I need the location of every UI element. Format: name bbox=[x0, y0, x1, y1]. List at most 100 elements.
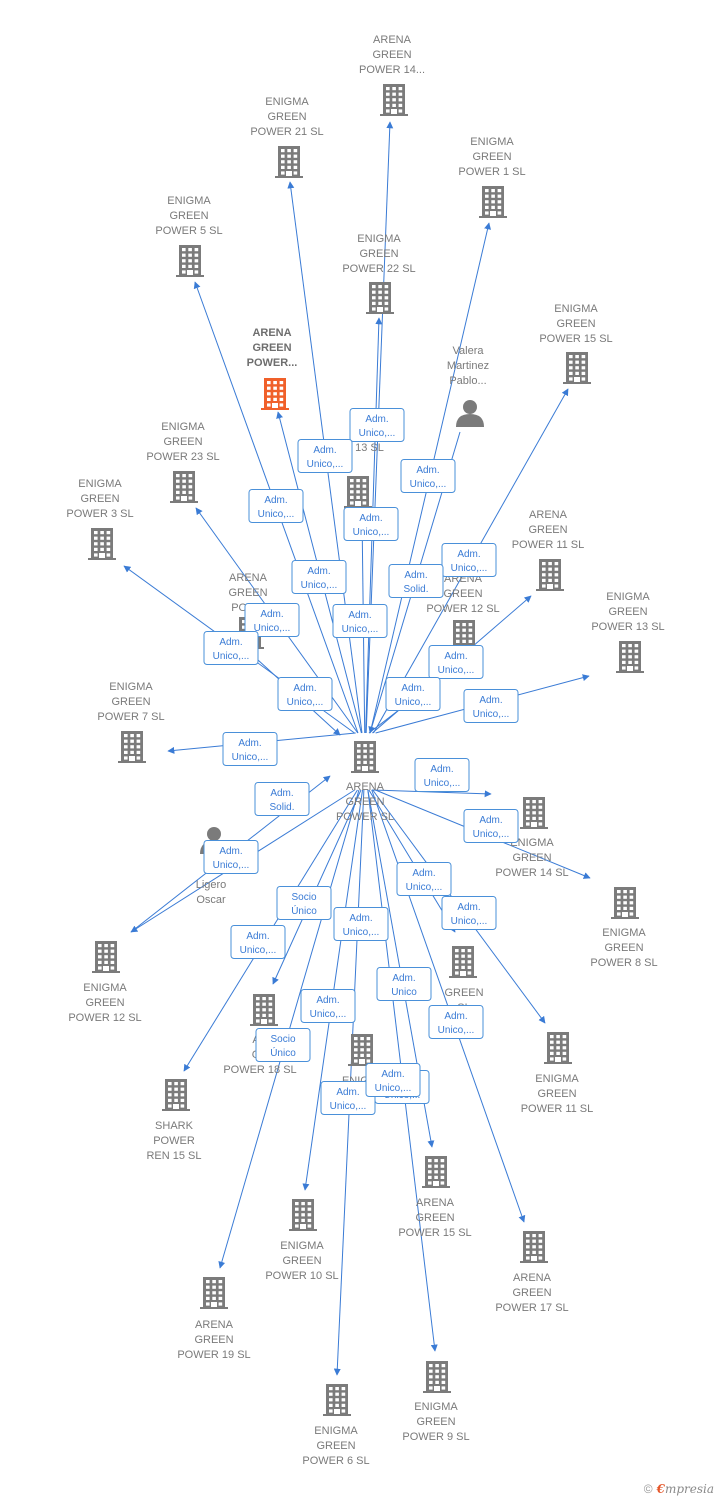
edge-label-line: Único bbox=[270, 1046, 296, 1059]
edge-label-l24[interactable]: Adm.Unico,... bbox=[333, 907, 389, 941]
node-label-line: POWER 11 SL bbox=[512, 539, 585, 551]
company-building-icon[interactable] bbox=[348, 1034, 376, 1066]
edge-label-l1[interactable]: Adm.Unico,... bbox=[349, 408, 405, 442]
company-building-icon[interactable] bbox=[200, 1277, 228, 1309]
company-building-icon[interactable] bbox=[344, 476, 372, 508]
edge-label-line: Adm. bbox=[457, 549, 480, 560]
edge-label-l4[interactable]: Adm.Unico,... bbox=[248, 489, 304, 523]
company-building-icon[interactable] bbox=[520, 797, 548, 829]
company-building-icon[interactable] bbox=[162, 1079, 190, 1111]
footer-brand[interactable]: ©€mpresia bbox=[644, 1482, 714, 1496]
edge-label-l19[interactable]: Adm.Unico,... bbox=[463, 809, 519, 843]
edge-label-line: Adm. bbox=[444, 651, 467, 662]
edge-label-l22[interactable]: Adm.Unico,... bbox=[441, 896, 497, 930]
edge-label-l6[interactable]: Adm.Unico,... bbox=[441, 543, 497, 577]
edge-label-l16[interactable]: Adm.Unico,... bbox=[222, 732, 278, 766]
edge-label-line: Adm. bbox=[264, 495, 287, 506]
edge-label-l32[interactable]: Adm.Unico,... bbox=[365, 1063, 421, 1097]
edge-label-l5[interactable]: Adm.Unico,... bbox=[343, 507, 399, 541]
company-building-icon[interactable] bbox=[544, 1032, 572, 1064]
edge-label-l31[interactable]: Adm.Unico,... bbox=[320, 1081, 376, 1115]
company-building-icon[interactable] bbox=[422, 1156, 450, 1188]
edge-label-line: Adm. bbox=[238, 738, 261, 749]
company-building-icon[interactable] bbox=[170, 471, 198, 503]
edge-label-l13[interactable]: Adm.Unico,... bbox=[277, 677, 333, 711]
company-building-icon[interactable] bbox=[176, 245, 204, 277]
edge-label-text: Adm.Unico,... bbox=[438, 1011, 475, 1036]
edge-label-l9[interactable]: Adm.Unico,... bbox=[244, 603, 300, 637]
edge-label-l25[interactable]: Adm.Unico,... bbox=[230, 925, 286, 959]
company-building-icon[interactable] bbox=[449, 946, 477, 978]
company-building-icon[interactable] bbox=[118, 731, 146, 763]
edge-label-l2[interactable]: Adm.Unico,... bbox=[297, 439, 353, 473]
edge-label-text: Adm.Unico,... bbox=[307, 445, 344, 470]
edge-label-l28[interactable]: Adm.Unico,... bbox=[428, 1005, 484, 1039]
company-building-icon[interactable] bbox=[289, 1199, 317, 1231]
node-label-line: POWER 18 SL bbox=[223, 1064, 296, 1076]
company-building-icon[interactable] bbox=[423, 1361, 451, 1393]
company-building-icon[interactable] bbox=[323, 1384, 351, 1416]
node-label-line: ARENA bbox=[373, 34, 412, 46]
edge-label-l17[interactable]: Adm.Unico,... bbox=[414, 758, 470, 792]
person-icon[interactable] bbox=[456, 400, 484, 427]
edge-label-l27[interactable]: Adm.Unico,... bbox=[300, 989, 356, 1023]
company-building-icon[interactable] bbox=[92, 941, 120, 973]
node-label-line: ARENA bbox=[252, 327, 291, 339]
company-building-icon[interactable] bbox=[520, 1231, 548, 1263]
edge-label-l11[interactable]: Adm.Unico,... bbox=[203, 631, 259, 665]
edge-label-l20[interactable]: Adm.Unico,... bbox=[203, 840, 259, 874]
node-label-line: GREEN bbox=[415, 1212, 454, 1224]
company-building-icon[interactable] bbox=[351, 741, 379, 773]
company-building-icon[interactable] bbox=[479, 186, 507, 218]
main-company-building-icon[interactable] bbox=[261, 378, 289, 410]
company-building-icon[interactable] bbox=[366, 282, 394, 314]
edge-label-l12[interactable]: Adm.Unico,... bbox=[428, 645, 484, 679]
edge-label-l18[interactable]: Adm.Solid. bbox=[254, 782, 310, 816]
edge-label-l14[interactable]: Adm.Unico,... bbox=[385, 677, 441, 711]
company-building-icon[interactable] bbox=[88, 528, 116, 560]
edge-label-l3[interactable]: Adm.Unico,... bbox=[400, 459, 456, 493]
company-building-icon[interactable] bbox=[380, 84, 408, 116]
company-building-icon[interactable] bbox=[536, 559, 564, 591]
edge-label-l26[interactable]: Adm.Unico bbox=[376, 967, 432, 1001]
company-building-icon[interactable] bbox=[616, 641, 644, 673]
company-building-icon[interactable] bbox=[611, 887, 639, 919]
company-building-icon[interactable] bbox=[563, 352, 591, 384]
edge-label-l15[interactable]: Adm.Unico,... bbox=[463, 689, 519, 723]
node-label-line: POWER 12 SL bbox=[426, 603, 499, 615]
company-building-icon[interactable] bbox=[250, 994, 278, 1026]
edge-label-l8[interactable]: Adm.Unico,... bbox=[291, 560, 347, 594]
edge-label-l21[interactable]: Adm.Unico,... bbox=[396, 862, 452, 896]
company-building-icon[interactable] bbox=[275, 146, 303, 178]
edge-label-l10[interactable]: Adm.Unico,... bbox=[332, 604, 388, 638]
edge-label-l7[interactable]: Adm.Solid. bbox=[388, 564, 444, 598]
